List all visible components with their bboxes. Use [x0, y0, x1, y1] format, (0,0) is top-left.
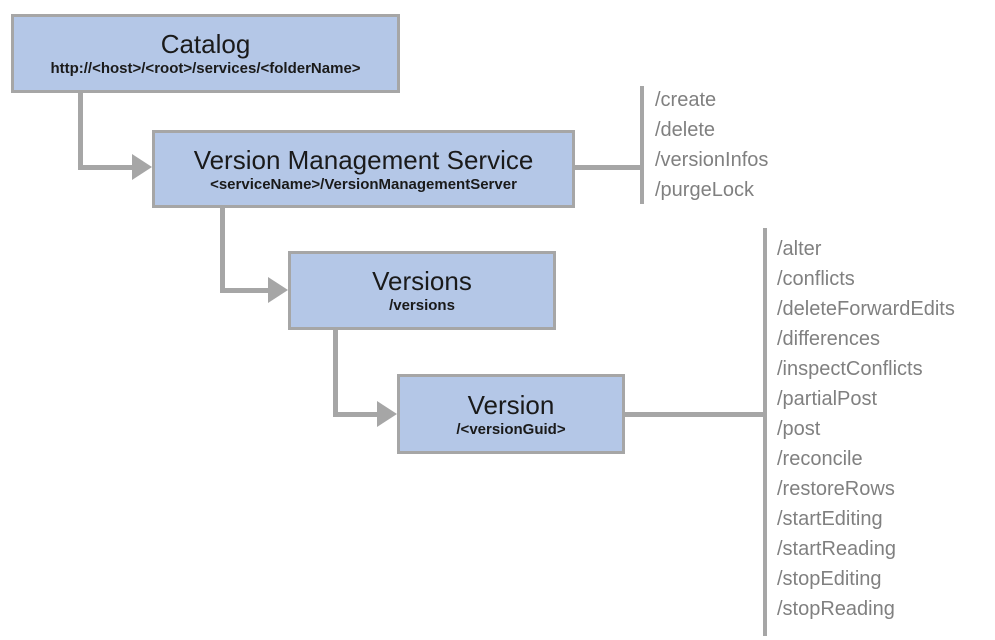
node-catalog-title: Catalog [160, 29, 251, 59]
node-vms-url: <serviceName>/VersionManagementServer [210, 175, 517, 193]
operation-inspectconflicts: /inspectConflicts [777, 358, 923, 380]
vms-operations-bracket [640, 86, 644, 204]
operation-reconcile: /reconcile [777, 448, 863, 470]
operation-purgelock: /purgeLock [655, 179, 754, 201]
node-vms-title: Version Management Service [193, 144, 534, 175]
node-version-url: /<versionGuid> [456, 420, 566, 438]
connector-version-operations [625, 412, 763, 417]
connector-catalog-vms-horizontal [78, 165, 133, 170]
version-operations-list: /alter /conflicts /deleteForwardEdits /d… [777, 234, 955, 624]
operation-partialpost: /partialPost [777, 388, 878, 410]
node-catalog: Catalog http://<host>/<root>/services/<f… [11, 14, 400, 93]
node-version: Version /<versionGuid> [397, 374, 625, 454]
connector-vms-versions-horizontal [220, 288, 269, 293]
operation-conflicts: /conflicts [777, 268, 855, 290]
node-versions-title: Versions [372, 266, 472, 296]
connector-vms-versions-vertical [220, 208, 225, 291]
operation-create: /create [655, 89, 717, 111]
operation-stopediting: /stopEditing [777, 568, 882, 590]
node-version-title: Version [467, 389, 555, 420]
node-versions: Versions /versions [288, 251, 556, 330]
connector-catalog-vms-vertical [78, 93, 83, 168]
operation-deleteforwardedits: /deleteForwardEdits [777, 298, 955, 320]
arrowhead-icon [132, 154, 152, 180]
operation-stopreading: /stopReading [777, 598, 895, 620]
arrowhead-icon [377, 401, 397, 427]
connector-versions-version-vertical [333, 330, 338, 414]
node-versions-url: /versions [389, 297, 455, 314]
operation-startreading: /startReading [777, 538, 896, 560]
connector-versions-version-horizontal [333, 412, 378, 417]
arrowhead-icon [268, 277, 288, 303]
operation-versioninfos: /versionInfos [655, 149, 769, 171]
vms-operations-list: /create /delete /versionInfos /purgeLock [655, 85, 768, 205]
version-operations-bracket [763, 228, 767, 636]
operation-alter: /alter [777, 238, 822, 260]
connector-vms-operations [575, 165, 640, 170]
operation-startediting: /startEditing [777, 508, 883, 530]
operation-differences: /differences [777, 328, 881, 350]
node-version-management-service: Version Management Service <serviceName>… [152, 130, 575, 208]
operation-delete: /delete [655, 119, 716, 141]
operation-post: /post [777, 418, 821, 440]
operation-restorerows: /restoreRows [777, 478, 895, 500]
node-catalog-url: http://<host>/<root>/services/<folderNam… [50, 60, 361, 77]
